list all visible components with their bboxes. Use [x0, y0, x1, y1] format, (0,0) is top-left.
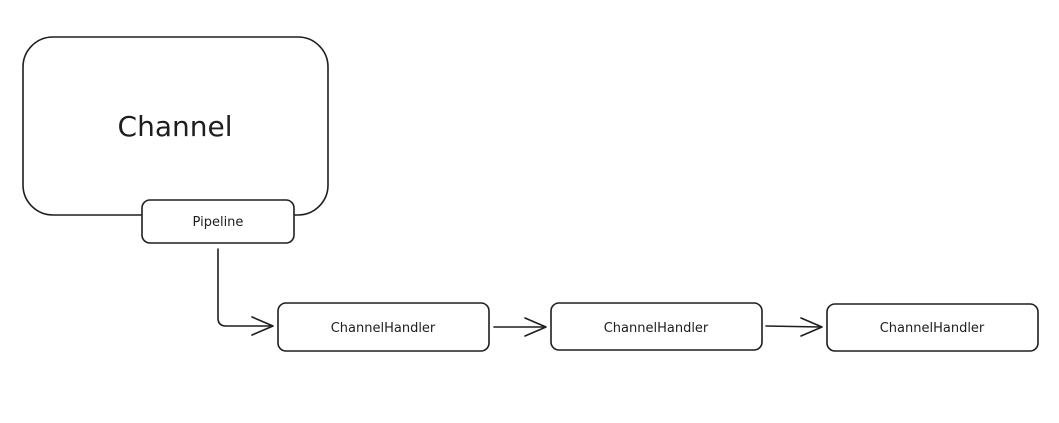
channel-label: Channel — [118, 110, 233, 143]
channel-handler-label-2: ChannelHandler — [604, 321, 709, 336]
channel-handler-label-1: ChannelHandler — [331, 321, 436, 336]
pipeline-label: Pipeline — [193, 215, 244, 230]
channel-handler-node-3[interactable]: ChannelHandler — [826, 303, 1039, 352]
edge-line — [217, 248, 273, 327]
channel-handler-node-1[interactable]: ChannelHandler — [277, 302, 490, 352]
pipeline-node[interactable]: Pipeline — [141, 199, 295, 244]
channel-handler-box-1 — [277, 302, 490, 352]
arrowhead-icon — [251, 316, 274, 336]
edge-line — [765, 325, 822, 328]
edge-handler-2-to-handler-3 — [765, 317, 823, 337]
channel-handler-box-2 — [550, 302, 763, 351]
pipeline-box — [141, 199, 295, 244]
channel-handler-label-3: ChannelHandler — [880, 321, 985, 336]
arrowhead-icon — [800, 317, 823, 337]
arrowhead-icon — [524, 317, 547, 337]
channel-node[interactable]: Channel — [22, 36, 329, 216]
edge-pipeline-to-handler-1 — [217, 248, 274, 336]
channel-handler-box-3 — [826, 303, 1039, 352]
channel-handler-node-2[interactable]: ChannelHandler — [550, 302, 763, 351]
edge-handler-1-to-handler-2 — [493, 317, 547, 337]
